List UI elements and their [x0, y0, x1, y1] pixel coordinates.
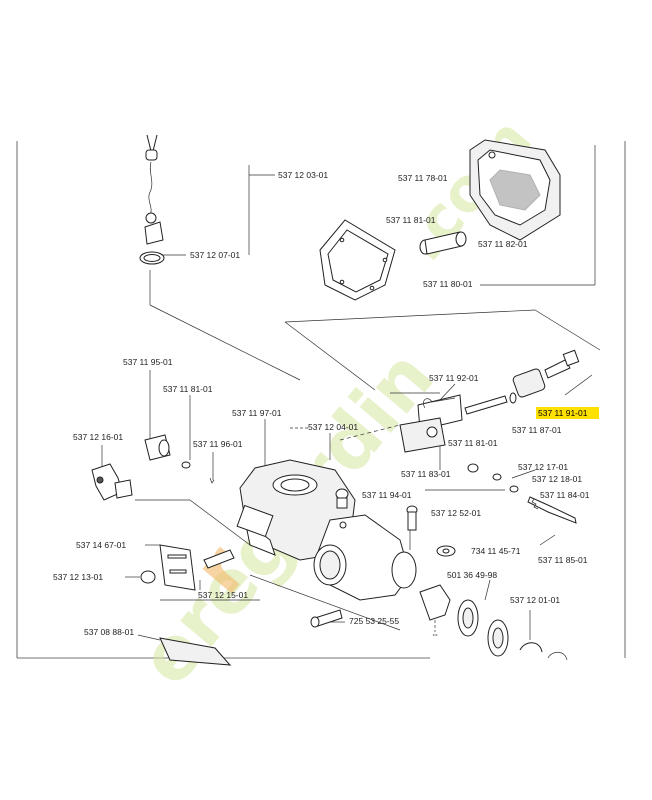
- label-537119101[interactable]: 537 11 91-01: [538, 408, 588, 418]
- cover-part: [469, 139, 561, 241]
- label-537120301[interactable]: 537 12 03-01: [278, 170, 328, 180]
- pin-part: [464, 392, 517, 415]
- label-537119701[interactable]: 537 11 97-01: [232, 408, 282, 418]
- label-501364998[interactable]: 501 36 49-98: [447, 570, 497, 580]
- connector-left: [91, 463, 133, 501]
- label-537120101[interactable]: 537 12 01-01: [510, 595, 560, 605]
- label-537118701[interactable]: 537 11 87-01: [512, 425, 562, 435]
- label-537120701[interactable]: 537 12 07-01: [190, 250, 240, 260]
- housing-part: [236, 459, 417, 601]
- plate-part: [159, 544, 196, 591]
- lever-part: [399, 417, 446, 453]
- label-537117801[interactable]: 537 11 78-01: [398, 173, 448, 183]
- arrow-mark: ⇔: [431, 629, 440, 639]
- label-725532555[interactable]: 725 53 25-55: [349, 616, 399, 626]
- bearings-part: [419, 545, 568, 661]
- label-537119601[interactable]: 537 11 96-01: [193, 439, 243, 449]
- label-537118101-mid[interactable]: 537 11 81-01: [448, 438, 498, 448]
- chain-part: [139, 134, 165, 265]
- label-537119501[interactable]: 537 11 95-01: [123, 357, 173, 367]
- screw-left: [140, 549, 235, 584]
- label-537146701[interactable]: 537 14 67-01: [76, 540, 126, 550]
- label-537121701[interactable]: 537 12 17-01: [518, 462, 568, 472]
- knob-part: [512, 349, 580, 398]
- label-537119201[interactable]: 537 11 92-01: [429, 373, 479, 383]
- cover-gasket-part: [319, 219, 396, 301]
- bolt-center: [310, 488, 418, 628]
- label-537120401[interactable]: 537 12 04-01: [308, 422, 358, 432]
- label-537121801[interactable]: 537 12 18-01: [532, 474, 582, 484]
- label-537118101-top[interactable]: 537 11 81-01: [386, 215, 436, 225]
- label-537118101-left[interactable]: 537 11 81-01: [163, 384, 213, 394]
- highlight-box: [536, 407, 599, 419]
- label-537118001[interactable]: 537 11 80-01: [423, 279, 473, 289]
- label-537118401[interactable]: 537 11 84-01: [540, 490, 590, 500]
- label-734114571[interactable]: 734 11 45-71: [471, 546, 521, 556]
- bolt-part: [419, 231, 467, 255]
- label-537118501[interactable]: 537 11 85-01: [538, 555, 588, 565]
- label-537118201[interactable]: 537 11 82-01: [478, 239, 528, 249]
- leader-lines: [101, 145, 601, 641]
- label-537121601[interactable]: 537 12 16-01: [73, 432, 123, 442]
- label-537088801[interactable]: 537 08 88-01: [84, 627, 134, 637]
- label-537119401[interactable]: 537 11 94-01: [362, 490, 412, 500]
- parts: [91, 134, 580, 666]
- label-537121301[interactable]: 537 12 13-01: [53, 572, 103, 582]
- fitting-left: [144, 434, 215, 484]
- label-537121501[interactable]: 537 12 15-01: [198, 590, 248, 600]
- part-labels: 537 12 03-01 537 12 07-01 537 11 78-01 5…: [53, 170, 590, 639]
- label-537118301[interactable]: 537 11 83-01: [401, 469, 451, 479]
- washers-right: [467, 463, 577, 524]
- bar-part: [159, 637, 232, 666]
- label-537125201[interactable]: 537 12 52-01: [431, 508, 481, 518]
